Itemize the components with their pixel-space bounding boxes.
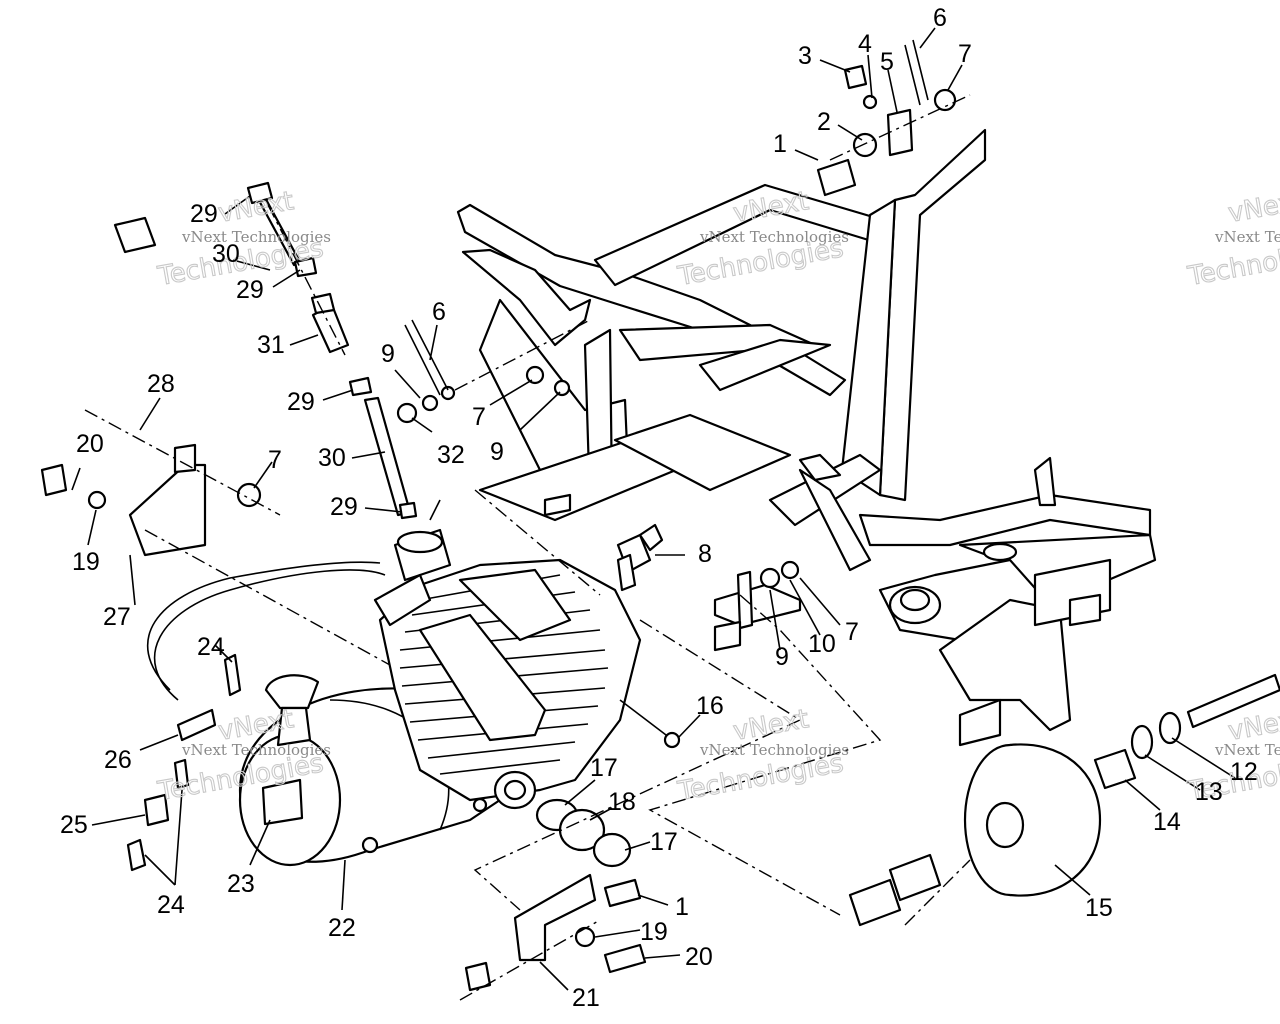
callout-7: 7 xyxy=(958,40,972,68)
callout-6: 6 xyxy=(933,4,947,32)
callout-16: 16 xyxy=(696,692,724,720)
callout-30: 30 xyxy=(318,444,346,472)
callout-18: 18 xyxy=(608,788,636,816)
callout-21: 21 xyxy=(572,984,600,1012)
watermark-text: vNext Technologies xyxy=(699,741,849,759)
watermark-text: vNext Technologies xyxy=(181,228,331,246)
watermark-text: vNext xyxy=(216,186,296,229)
callout-19: 19 xyxy=(640,918,668,946)
callout-9: 9 xyxy=(775,643,789,671)
callout-24: 24 xyxy=(197,633,225,661)
callout-7: 7 xyxy=(472,403,486,431)
callout-29: 29 xyxy=(236,276,264,304)
callout-1: 1 xyxy=(675,893,689,921)
callout-19: 19 xyxy=(72,548,100,576)
callout-24: 24 xyxy=(157,891,185,919)
callout-13: 13 xyxy=(1195,778,1223,806)
callout-32: 32 xyxy=(437,441,465,469)
callout-1: 1 xyxy=(773,130,787,158)
watermark-text: vNext Technologies xyxy=(699,228,849,246)
callout-7: 7 xyxy=(845,618,859,646)
callout-6: 6 xyxy=(432,298,446,326)
callout-15: 15 xyxy=(1085,894,1113,922)
callout-26: 26 xyxy=(104,746,132,774)
callout-17: 17 xyxy=(590,754,618,782)
small-parts xyxy=(40,39,1280,992)
callout-4: 4 xyxy=(858,30,872,58)
callout-22: 22 xyxy=(328,914,356,942)
callout-9: 9 xyxy=(381,340,395,368)
callout-17: 17 xyxy=(650,828,678,856)
callout-8: 8 xyxy=(698,540,712,568)
callout-25: 25 xyxy=(60,811,88,839)
watermark-text: vNext xyxy=(731,186,811,229)
callout-30: 30 xyxy=(212,240,240,268)
watermark-text: vNext xyxy=(1226,186,1280,229)
callout-12: 12 xyxy=(1230,758,1258,786)
center-lines xyxy=(84,94,971,1001)
callout-9: 9 xyxy=(490,438,504,466)
callout-20: 20 xyxy=(685,943,713,971)
callout-29: 29 xyxy=(330,493,358,521)
callout-5: 5 xyxy=(880,48,894,76)
callout-23: 23 xyxy=(227,870,255,898)
watermark-text: vNext Technologies xyxy=(1214,228,1280,246)
callout-29: 29 xyxy=(190,200,218,228)
callout-3: 3 xyxy=(798,42,812,70)
watermark-text: vNext Technologies xyxy=(181,741,331,759)
callout-20: 20 xyxy=(76,430,104,458)
callout-labels: 1 2 3 4 5 6 7 6 7 9 9 32 29 30 29 31 29 … xyxy=(60,4,1258,1012)
leader-lines xyxy=(71,27,1236,991)
callout-29: 29 xyxy=(287,388,315,416)
engine-assembly xyxy=(238,499,642,867)
callout-31: 31 xyxy=(257,331,285,359)
callout-28: 28 xyxy=(147,370,175,398)
watermark-text: vNext Technologies xyxy=(1214,741,1280,759)
callout-27: 27 xyxy=(103,603,131,631)
callout-14: 14 xyxy=(1153,808,1181,836)
callout-2: 2 xyxy=(817,108,831,136)
callout-10: 10 xyxy=(808,630,836,658)
callout-7: 7 xyxy=(268,446,282,474)
frame xyxy=(456,128,1157,747)
